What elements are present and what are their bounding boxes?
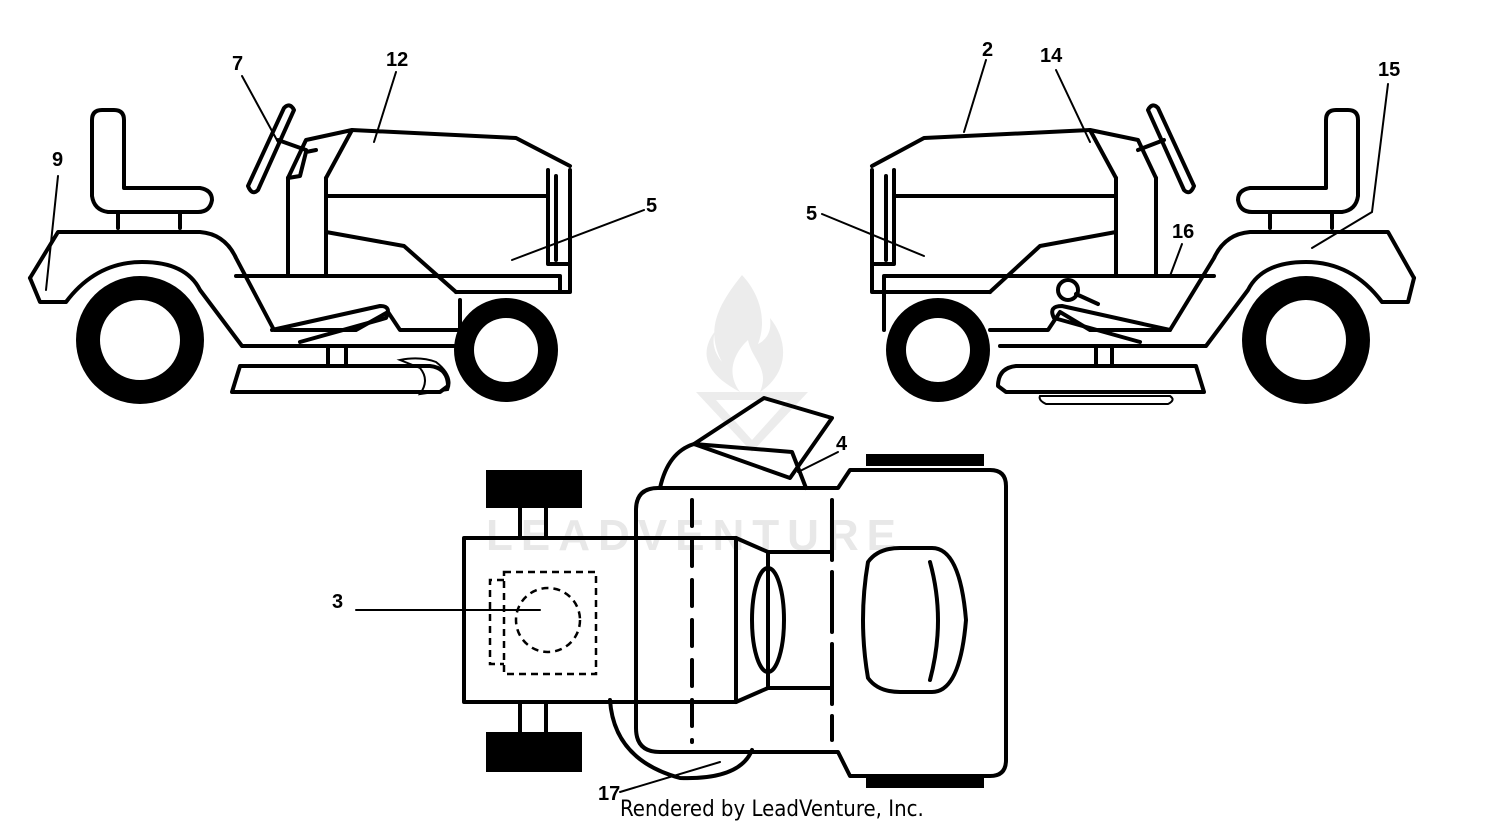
tractor-left-view [28, 103, 572, 404]
callout-5-left: 5 [646, 195, 657, 217]
callout-4: 4 [836, 433, 848, 455]
callout-5-right: 5 [806, 203, 817, 225]
watermark-flame-icon [706, 275, 784, 392]
callout-7: 7 [232, 53, 243, 75]
watermark-v-icon [696, 392, 808, 452]
callout-12: 12 [386, 49, 408, 71]
watermark-text: LEADVENTURE [486, 511, 904, 560]
callout-17: 17 [598, 783, 620, 805]
callout-2: 2 [982, 39, 993, 61]
callout-16: 16 [1172, 221, 1194, 243]
leader-lines [45, 59, 1389, 793]
callout-9: 9 [52, 149, 63, 171]
tractor-right-view [870, 103, 1416, 405]
credit-text: Rendered by LeadVenture, Inc. [620, 797, 924, 822]
callout-labels: 7 12 9 5 2 14 15 5 16 4 3 17 [52, 39, 1400, 805]
watermark: LEADVENTURE [486, 275, 904, 560]
callout-15: 15 [1378, 59, 1400, 81]
callout-3: 3 [332, 591, 343, 613]
tractor-top-view [462, 396, 1008, 788]
callout-14: 14 [1040, 45, 1063, 67]
